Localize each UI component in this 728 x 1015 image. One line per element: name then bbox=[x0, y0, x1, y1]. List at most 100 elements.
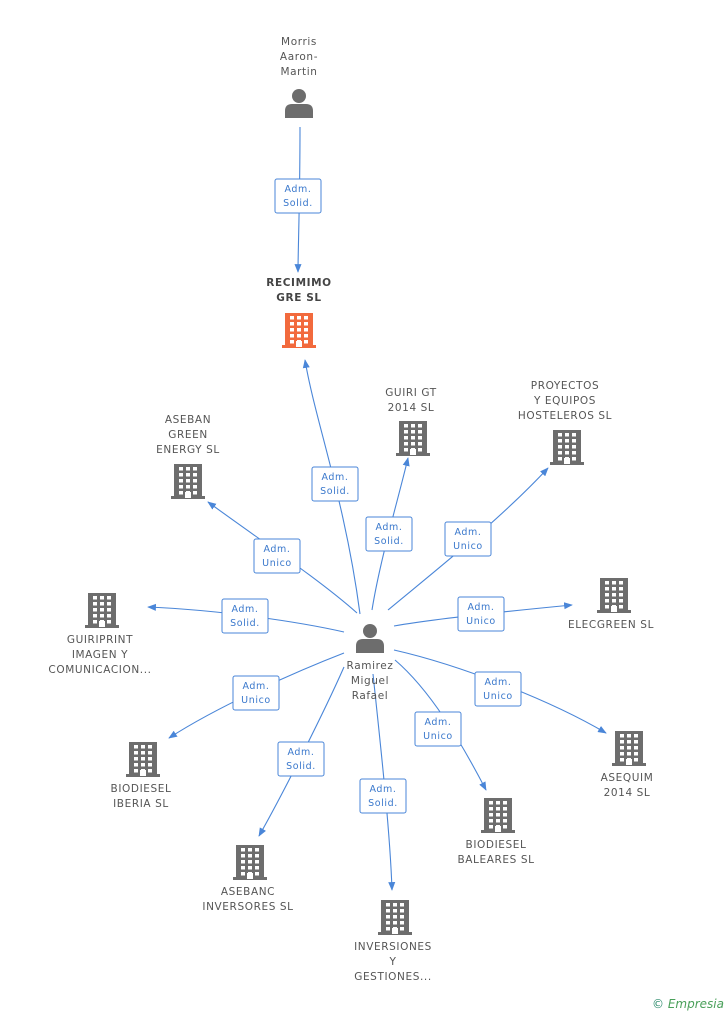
edge-label-biodiesel_baleares[interactable]: Adm. Unico bbox=[414, 711, 462, 747]
node-label-line: 2014 SL bbox=[388, 402, 435, 414]
edges-layer bbox=[147, 126, 607, 891]
node-label-line: Aaron- bbox=[280, 51, 318, 63]
edge-label-line: Solid. bbox=[374, 536, 404, 547]
node-inversiones[interactable]: INVERSIONES Y GESTIONES... bbox=[354, 900, 432, 983]
edge-label-box[interactable] bbox=[253, 538, 301, 574]
node-label-line: ASEBANC bbox=[221, 886, 275, 898]
edge-label-line: Unico bbox=[466, 616, 496, 627]
node-label-line: ASEBAN bbox=[165, 414, 211, 426]
node-label-line: RECIMIMO bbox=[266, 277, 331, 289]
node-asebanc[interactable]: ASEBANC INVERSORES SL bbox=[202, 845, 293, 913]
edge-label-line: Adm. bbox=[484, 677, 511, 688]
building-icon bbox=[282, 313, 316, 348]
edge-label-box[interactable] bbox=[365, 516, 413, 552]
edge-label-line: Unico bbox=[423, 731, 453, 742]
node-label-line: GESTIONES... bbox=[354, 971, 432, 983]
edge-label-recimimo[interactable]: Adm. Solid. bbox=[311, 466, 359, 502]
footer-brand: © Empresia bbox=[652, 997, 724, 1011]
building-icon bbox=[233, 845, 267, 880]
node-recimimo[interactable]: RECIMIMO GRE SL bbox=[266, 277, 331, 348]
edge-labels-layer: Adm.Solid.Adm.Solid.Adm.Solid.Adm.UnicoA… bbox=[221, 178, 522, 814]
edge-label-line: Adm. bbox=[231, 604, 258, 615]
node-label-line: COMUNICACION... bbox=[48, 664, 151, 676]
node-label-line: Y bbox=[388, 956, 396, 968]
edge-label-box[interactable] bbox=[221, 598, 269, 634]
person-icon bbox=[285, 89, 313, 118]
edge-label-line: Solid. bbox=[286, 761, 316, 772]
edge-label-box[interactable] bbox=[359, 778, 407, 814]
edge-label-line: Adm. bbox=[454, 527, 481, 538]
edge-morris-recimimo bbox=[294, 126, 302, 273]
edge-label-guiriprint[interactable]: Adm.Solid. bbox=[221, 598, 269, 634]
edge-label-line: Solid. bbox=[320, 486, 350, 497]
edge-label-biodiesel_iberia[interactable]: Adm.Unico bbox=[232, 675, 280, 711]
brand-logo[interactable]: Empresia bbox=[667, 997, 724, 1011]
building-icon bbox=[612, 731, 646, 766]
node-label-line: BIODIESEL bbox=[111, 783, 172, 795]
edge-label-asebanc[interactable]: Adm. Solid. bbox=[277, 741, 325, 777]
node-label-line: IBERIA SL bbox=[113, 798, 169, 810]
node-label-line: GREEN bbox=[168, 429, 208, 441]
edge-label-box[interactable] bbox=[457, 596, 505, 632]
building-icon bbox=[378, 900, 412, 935]
copyright-symbol: © bbox=[652, 997, 665, 1011]
node-label-line: INVERSORES SL bbox=[202, 901, 293, 913]
edge-label-box[interactable] bbox=[474, 671, 522, 707]
edge-label-recimimo[interactable]: Adm. Solid. bbox=[274, 178, 322, 214]
node-label-line: Morris bbox=[281, 36, 317, 48]
edge-label-line: Unico bbox=[262, 558, 292, 569]
node-label-line: BIODIESEL bbox=[466, 839, 527, 851]
node-label-line: PROYECTOS bbox=[531, 380, 599, 392]
edge-label-line: Solid. bbox=[283, 198, 313, 209]
edge-label-asequim[interactable]: Adm. Unico bbox=[474, 671, 522, 707]
building-icon bbox=[550, 430, 584, 465]
edge-label-aseban[interactable]: Adm.Unico bbox=[253, 538, 301, 574]
edge-label-box[interactable] bbox=[444, 521, 492, 557]
edge-label-box[interactable] bbox=[274, 178, 322, 214]
node-label-line: BALEARES SL bbox=[457, 854, 534, 866]
node-biodiesel_baleares[interactable]: BIODIESEL BALEARES SL bbox=[457, 798, 534, 866]
building-icon bbox=[396, 421, 430, 456]
person-icon bbox=[356, 624, 384, 653]
edge-label-line: Adm. bbox=[284, 184, 311, 195]
node-label-line: GUIRI GT bbox=[385, 387, 437, 399]
node-label-line: GUIRIPRINT bbox=[67, 634, 133, 646]
node-aseban[interactable]: ASEBAN GREEN ENERGY SL bbox=[156, 414, 220, 499]
edge-label-line: Adm. bbox=[369, 784, 396, 795]
edge-label-line: Unico bbox=[453, 541, 483, 552]
edge-label-guirigt[interactable]: Adm.Solid. bbox=[365, 516, 413, 552]
node-label-line: Miguel bbox=[351, 675, 389, 687]
building-icon bbox=[85, 593, 119, 628]
edge-label-proyectos[interactable]: Adm. Unico bbox=[444, 521, 492, 557]
building-icon bbox=[597, 578, 631, 613]
edge-label-line: Unico bbox=[483, 691, 513, 702]
node-label-line: Martin bbox=[280, 66, 317, 78]
edge-label-line: Adm. bbox=[242, 681, 269, 692]
edge-label-line: Adm. bbox=[424, 717, 451, 728]
node-guiriprint[interactable]: GUIRIPRINT IMAGEN Y COMUNICACION... bbox=[48, 593, 151, 676]
edge-label-box[interactable] bbox=[232, 675, 280, 711]
edge-label-box[interactable] bbox=[311, 466, 359, 502]
edge-label-line: Solid. bbox=[368, 798, 398, 809]
edge-label-box[interactable] bbox=[277, 741, 325, 777]
node-label-line: ASEQUIM bbox=[601, 772, 654, 784]
node-label-line: ELECGREEN SL bbox=[568, 619, 654, 631]
node-elecgreen[interactable]: ELECGREEN SL bbox=[568, 578, 654, 631]
edge-label-box[interactable] bbox=[414, 711, 462, 747]
edge-label-elecgreen[interactable]: Adm. Unico bbox=[457, 596, 505, 632]
edge-label-line: Adm. bbox=[321, 472, 348, 483]
node-label-line: INVERSIONES bbox=[354, 941, 432, 953]
node-label-line: IMAGEN Y bbox=[72, 649, 128, 661]
node-label-line: ENERGY SL bbox=[156, 444, 220, 456]
edge-label-line: Adm. bbox=[287, 747, 314, 758]
edge-label-inversiones[interactable]: Adm. Solid. bbox=[359, 778, 407, 814]
edge-label-line: Adm. bbox=[467, 602, 494, 613]
node-label-line: GRE SL bbox=[276, 292, 321, 304]
node-guirigt[interactable]: GUIRI GT 2014 SL bbox=[385, 387, 437, 456]
node-biodiesel_iberia[interactable]: BIODIESEL IBERIA SL bbox=[111, 742, 172, 810]
